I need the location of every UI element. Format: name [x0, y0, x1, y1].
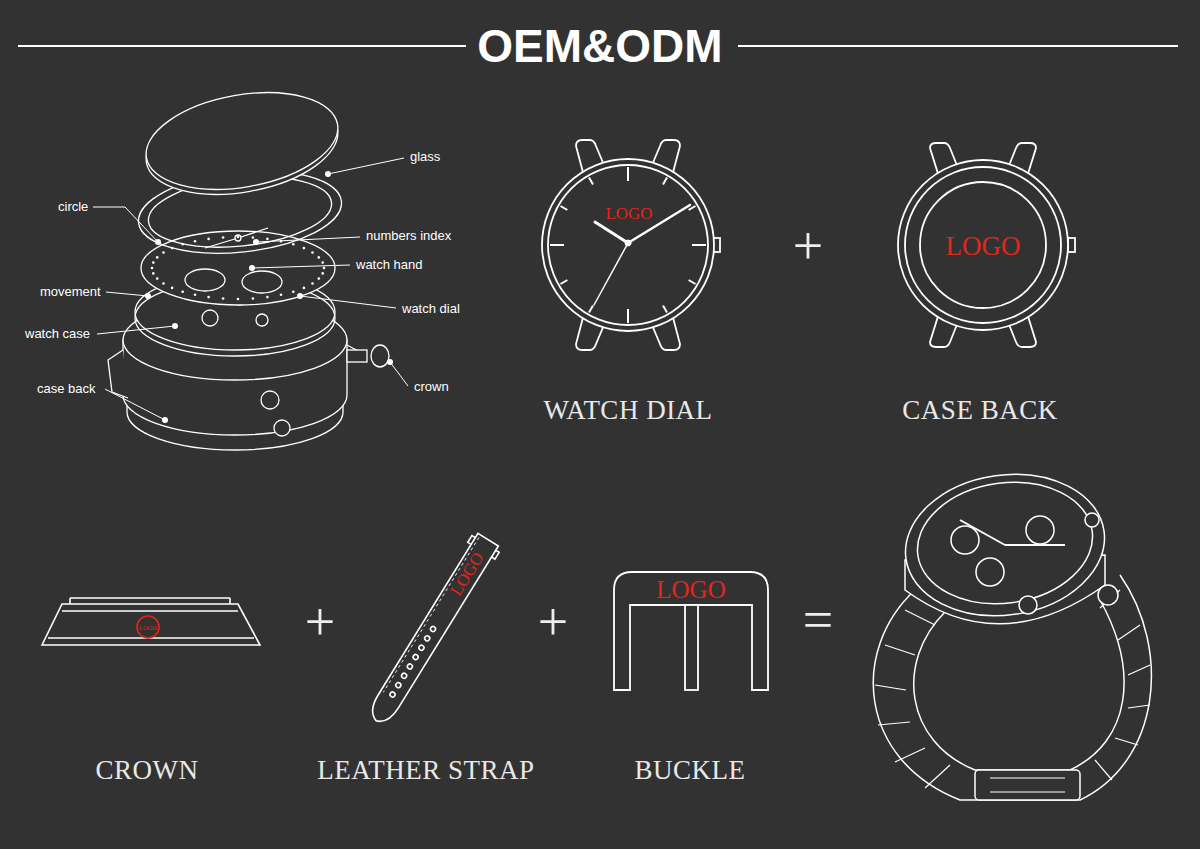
index-dot — [311, 282, 314, 285]
crown-drawing — [42, 598, 260, 645]
title-rule — [738, 45, 1178, 47]
index-dot — [303, 287, 306, 290]
index-dot — [194, 294, 197, 297]
index-dot — [318, 277, 321, 280]
component-caption: BUCKLE — [635, 757, 746, 784]
dial-tick — [561, 206, 568, 210]
leader-lines — [93, 158, 408, 420]
dial-tick — [550, 244, 564, 246]
index-dot — [156, 256, 159, 259]
part-label: case back — [37, 382, 96, 395]
logo-mark: LOGO — [139, 625, 157, 632]
index-dot — [222, 236, 225, 239]
part-label: watch hand — [356, 258, 423, 271]
part-label: crown — [414, 380, 449, 393]
part-label: numbers index — [366, 229, 451, 242]
dial-tick — [689, 280, 696, 284]
dial-tick — [663, 178, 667, 185]
part-label: watch case — [25, 327, 90, 340]
title-rule — [18, 45, 466, 47]
logo-mark: LOGO — [656, 577, 725, 602]
dial-tick — [692, 244, 706, 246]
plus-sign: + — [538, 595, 568, 649]
index-dot — [292, 243, 295, 246]
logo-mark: LOGO — [605, 205, 652, 222]
index-dot — [207, 238, 210, 241]
plus-sign: + — [793, 219, 823, 273]
index-dot — [162, 282, 165, 285]
index-dot — [194, 240, 197, 243]
buckle-drawing — [614, 572, 768, 690]
pusher — [274, 420, 290, 436]
dial-tick — [561, 280, 568, 284]
index-dot — [152, 272, 155, 275]
pusher — [261, 391, 279, 409]
index-dot — [156, 277, 159, 280]
index-dot — [321, 261, 324, 264]
page-title: OEM&ODM — [477, 23, 722, 69]
plus-sign: + — [305, 595, 335, 649]
part-label: watch dial — [402, 302, 460, 315]
exploded-watch — [108, 79, 389, 450]
part-label: circle — [58, 200, 88, 213]
index-dot — [280, 294, 283, 297]
index-dot — [152, 261, 155, 264]
strap-drawing — [363, 531, 502, 729]
index-dot — [162, 251, 165, 254]
index-dot — [151, 267, 154, 270]
dial-tick — [627, 167, 629, 181]
part-label: movement — [40, 285, 101, 298]
component-caption: CROWN — [96, 757, 199, 784]
equals-sign: = — [803, 593, 833, 647]
index-dot — [171, 247, 174, 250]
index-dot — [237, 298, 240, 301]
case-back-drawing — [898, 143, 1075, 347]
leader-dots — [145, 171, 393, 423]
index-dot — [266, 296, 269, 299]
index-dot — [252, 236, 255, 239]
subdial — [185, 269, 225, 291]
index-dot — [222, 297, 225, 300]
index-dot — [237, 236, 240, 239]
index-dot — [323, 267, 326, 270]
subdial — [242, 271, 282, 293]
part-label: glass — [410, 150, 440, 163]
crown-knob — [371, 345, 389, 367]
index-dot — [181, 243, 184, 246]
index-dot — [181, 290, 184, 293]
index-dot — [311, 251, 314, 254]
logo-mark: LOGO — [946, 233, 1021, 260]
watch-dial-drawing — [542, 140, 720, 350]
index-dot — [318, 256, 321, 259]
case-lug — [108, 350, 128, 398]
dial-tick — [627, 309, 629, 323]
dial-hands — [594, 205, 690, 305]
dial-tick — [589, 178, 593, 185]
dial-part — [141, 231, 335, 305]
component-caption: CASE BACK — [902, 397, 1057, 424]
index-dot — [252, 297, 255, 300]
full-watch-drawing — [873, 462, 1151, 800]
dial-tick — [663, 306, 667, 313]
dial-tick — [589, 306, 593, 313]
index-dot — [266, 238, 269, 241]
hand-part — [238, 228, 268, 238]
index-dot — [303, 247, 306, 250]
index-dot — [292, 290, 295, 293]
component-caption: LEATHER STRAP — [317, 757, 534, 784]
index-dot — [321, 272, 324, 275]
index-dot — [207, 296, 210, 299]
index-dot — [171, 287, 174, 290]
crown-stem — [347, 350, 367, 362]
component-caption: WATCH DIAL — [543, 397, 712, 424]
